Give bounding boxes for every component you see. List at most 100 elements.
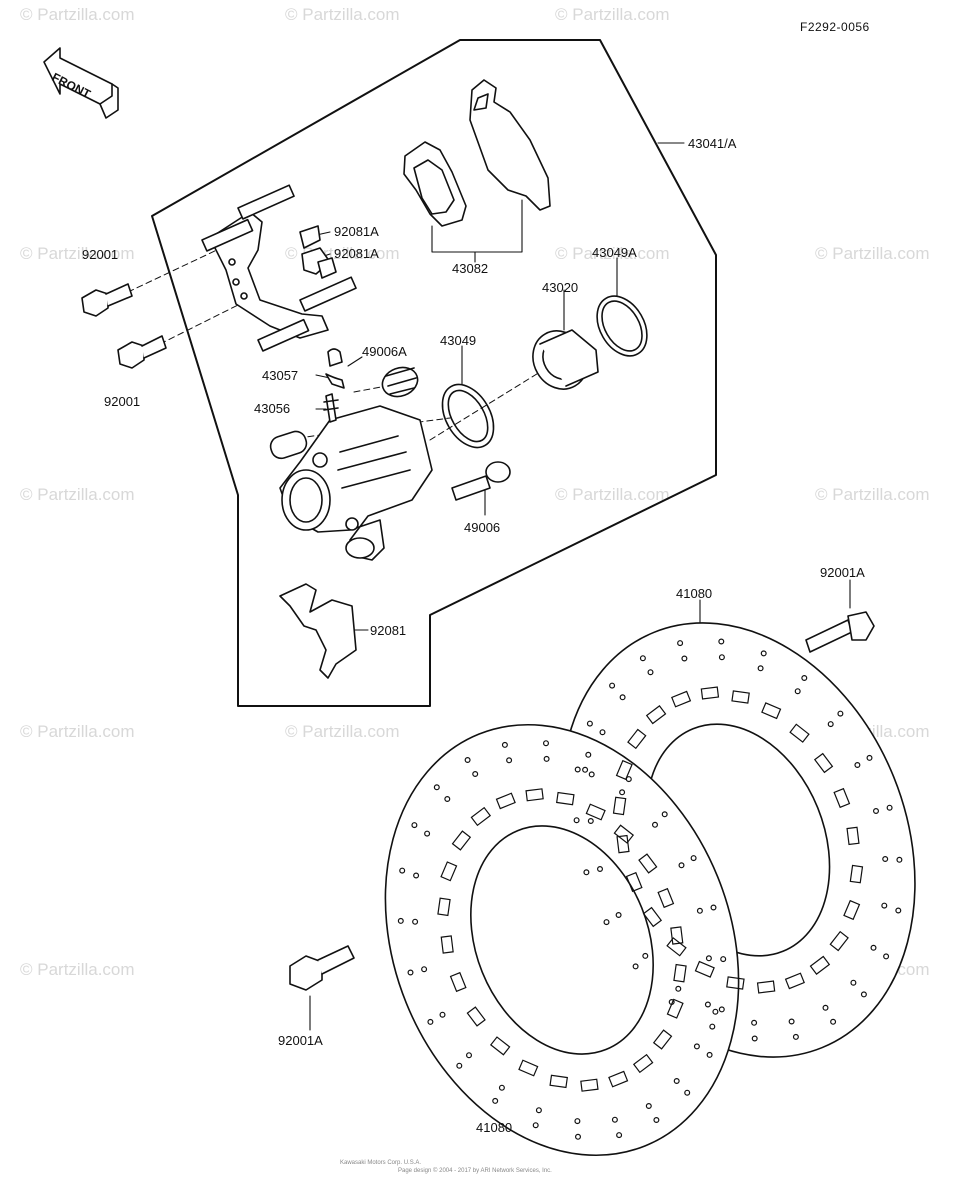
disc-vent-slot [671, 690, 692, 708]
disc-hole [760, 650, 767, 657]
disc-hole [801, 674, 808, 681]
part-label-92081a-lower[interactable]: 92081A [334, 246, 379, 261]
disc-hole [647, 669, 654, 676]
watermark: © Partzilla.com [555, 5, 670, 24]
caliper-body [269, 405, 433, 561]
disc-hole [690, 855, 697, 862]
disc-hole [582, 766, 589, 773]
disc-vent-slot [556, 791, 575, 806]
watermark: © Partzilla.com [555, 244, 670, 263]
part-label-92001a-top[interactable]: 92001A [820, 565, 865, 580]
disc-hole [794, 688, 801, 695]
disc-vent-slot [731, 690, 750, 704]
disc-hole [882, 855, 889, 862]
disc-hole [619, 694, 626, 701]
part-label-43049[interactable]: 43049 [440, 333, 477, 348]
disc-hole [501, 741, 508, 748]
disc-vent-slot [700, 686, 720, 700]
part-label-92081a-upper[interactable]: 92081A [334, 224, 379, 239]
disc-hole [603, 919, 610, 926]
bolt-92001 [81, 283, 167, 369]
disc-hole [696, 907, 703, 914]
part-label-49006a[interactable]: 49006A [362, 344, 407, 359]
disc-hole [645, 1102, 652, 1109]
part-label-43082[interactable]: 43082 [452, 261, 489, 276]
disc-hole [586, 720, 593, 727]
disc-hole [498, 1084, 505, 1091]
disc-hole [705, 955, 712, 962]
disc-vent-slot [761, 702, 782, 720]
part-label-92081[interactable]: 92081 [370, 623, 407, 638]
dust-seal [596, 295, 648, 357]
disc-vent-slot [608, 1070, 629, 1088]
disc-hole [472, 770, 479, 777]
disc-hole [653, 1116, 660, 1123]
disc-vent-slot [466, 1006, 486, 1027]
disc-hole [712, 1008, 719, 1015]
front-arrow-icon [43, 47, 119, 119]
disc-vent-slot [612, 796, 627, 816]
disc-vent-slot [632, 1053, 654, 1074]
part-label-92001a-bottom[interactable]: 92001A [278, 1033, 323, 1048]
disc-hole [535, 1107, 542, 1114]
disc-hole [792, 1033, 799, 1040]
disc-hole [611, 1116, 618, 1123]
part-label-41080-top[interactable]: 41080 [676, 586, 713, 601]
disc-vent-slot [613, 824, 635, 844]
disc-hole [718, 654, 725, 661]
watermark: © Partzilla.com [285, 5, 400, 24]
disc-hole [872, 807, 879, 814]
disc-hole [492, 1097, 499, 1104]
disc-hole [625, 776, 632, 783]
part-label-92001-lower[interactable]: 92001 [104, 394, 141, 409]
disc-hole [599, 729, 606, 736]
disc-vent-slot [673, 963, 687, 983]
disc-hole [616, 1132, 623, 1139]
disc-vent-slot [849, 864, 864, 884]
disc-hole [673, 1077, 680, 1084]
part-label-43020[interactable]: 43020 [542, 280, 579, 295]
part-label-43056[interactable]: 43056 [254, 401, 291, 416]
disc-hole [788, 1018, 795, 1025]
disc-hole [678, 862, 685, 869]
piston-seal [441, 383, 495, 449]
part-label-41080-bottom[interactable]: 41080 [476, 1120, 513, 1135]
disc-hole [710, 904, 717, 911]
disc-hole [619, 789, 626, 796]
disc-vent-slot [451, 830, 472, 851]
disc-vent-slot [525, 788, 544, 802]
disc-vent-slot [645, 705, 667, 725]
disc-hole [850, 979, 857, 986]
watermark: © Partzilla.com [815, 244, 930, 263]
disc-hole [574, 1118, 581, 1125]
disc-hole [583, 869, 590, 876]
caliper-bracket [201, 184, 357, 352]
disc-hole [439, 1011, 446, 1018]
disc-vent-slot [813, 752, 834, 774]
brake-disc-front [384, 723, 740, 1157]
disc-hole [866, 754, 873, 761]
disc-hole [412, 918, 419, 925]
disc-hole [407, 969, 414, 976]
disc-vent-slot [829, 930, 849, 952]
disc-hole [693, 1043, 700, 1050]
disc-hole [532, 1122, 539, 1129]
disc-hole [720, 956, 727, 963]
disc-hole [427, 1018, 434, 1025]
part-label-43049a[interactable]: 43049A [592, 245, 637, 260]
part-label-92001-upper[interactable]: 92001 [82, 247, 119, 262]
disc-vent-slot [694, 960, 715, 978]
disc-vent-slot [495, 792, 516, 810]
part-label-43041-a[interactable]: 43041/A [688, 136, 737, 151]
disc-hole [681, 655, 688, 662]
watermark: © Partzilla.com [815, 485, 930, 504]
disc-hole [822, 1004, 829, 1011]
disc-vent-slot [440, 935, 454, 954]
part-label-43057[interactable]: 43057 [262, 368, 299, 383]
disc-hole [860, 991, 867, 998]
part-label-49006[interactable]: 49006 [464, 520, 501, 535]
disc-hole [424, 830, 431, 837]
disc-vent-slot [843, 899, 861, 921]
footer-copyright-2: Page design © 2004 - 2017 by ARI Network… [398, 1168, 552, 1174]
